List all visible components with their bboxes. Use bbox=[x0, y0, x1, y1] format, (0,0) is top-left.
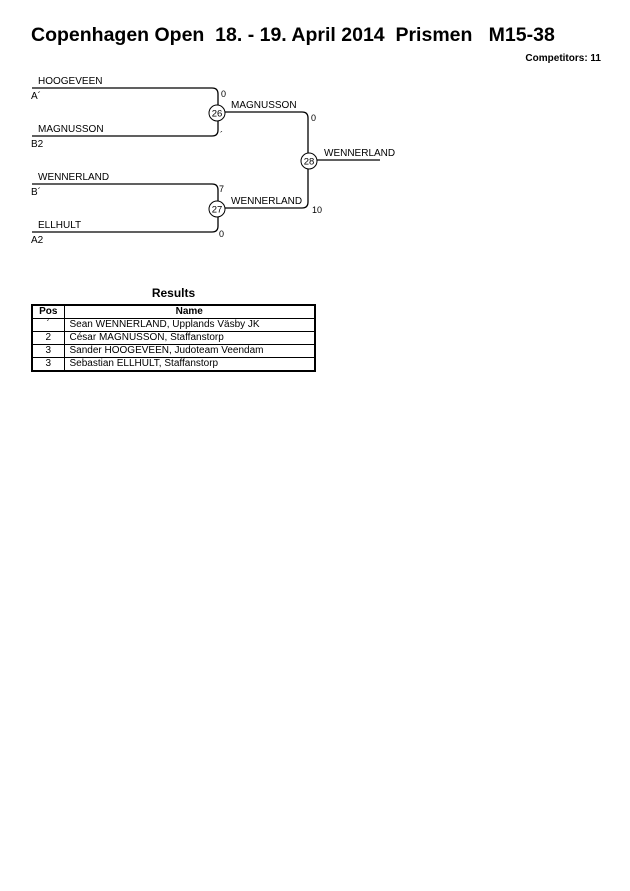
match-number-badge: 26 bbox=[208, 104, 226, 122]
entry-name: HOOGEVEEN bbox=[38, 76, 102, 87]
match-number: 26 bbox=[212, 109, 223, 120]
table-row: 2 César MAGNUSSON, Staffanstorp bbox=[31, 331, 316, 345]
match-winner: WENNERLAND bbox=[231, 196, 302, 207]
entry-seed: B´ bbox=[31, 186, 41, 198]
match-number: 28 bbox=[304, 157, 315, 168]
bracket-line-match-26 bbox=[218, 111, 309, 154]
bracket: HOOGEVEEN A´ 0 MAGNUSSON B2 ´ WENNERLAND… bbox=[31, 76, 395, 246]
result-name: Sean WENNERLAND, Upplands Väsby JK bbox=[63, 318, 316, 332]
match-number-badge: 28 bbox=[300, 152, 318, 170]
page-title: Copenhagen Open 18. - 19. April 2014 Pri… bbox=[31, 24, 555, 46]
competitors-count: Competitors: 11 bbox=[525, 53, 601, 64]
entry-score: 0 bbox=[221, 89, 226, 99]
entry-name: WENNERLAND bbox=[38, 172, 109, 183]
result-name: Sebastian ELLHULT, Staffanstorp bbox=[63, 357, 316, 372]
entry-score: 0 bbox=[219, 229, 224, 239]
column-header-name: Name bbox=[63, 304, 316, 319]
result-pos: ´ bbox=[31, 318, 65, 332]
results-header-row: Pos Name bbox=[31, 304, 316, 319]
result-pos: 2 bbox=[31, 331, 65, 345]
table-row: 3 Sebastian ELLHULT, Staffanstorp bbox=[31, 357, 316, 372]
entry-score: ´ bbox=[220, 130, 223, 140]
results-table: Pos Name ´ Sean WENNERLAND, Upplands Väs… bbox=[31, 304, 316, 372]
bracket-line-match-27 bbox=[218, 166, 309, 209]
match-score: 0 bbox=[311, 113, 316, 123]
result-pos: 3 bbox=[31, 357, 65, 372]
entry-name: ELLHULT bbox=[38, 220, 81, 231]
match-score: 10 bbox=[312, 205, 322, 215]
entry-seed: B2 bbox=[31, 139, 44, 150]
result-pos: 3 bbox=[31, 344, 65, 358]
match-winner: MAGNUSSON bbox=[231, 100, 297, 111]
entry-seed: A´ bbox=[31, 90, 41, 102]
match-number-badge: 27 bbox=[208, 200, 226, 218]
table-row: 3 Sander HOOGEVEEN, Judoteam Veendam bbox=[31, 344, 316, 358]
match-number: 27 bbox=[212, 205, 223, 216]
table-row: ´ Sean WENNERLAND, Upplands Väsby JK bbox=[31, 318, 316, 332]
results-title: Results bbox=[151, 286, 196, 300]
final-winner: WENNERLAND bbox=[324, 148, 395, 159]
entry-seed: A2 bbox=[31, 235, 44, 246]
column-header-pos: Pos bbox=[31, 304, 65, 319]
result-name: Sander HOOGEVEEN, Judoteam Veendam bbox=[63, 344, 316, 358]
result-name: César MAGNUSSON, Staffanstorp bbox=[63, 331, 316, 345]
entry-score: 7 bbox=[219, 184, 224, 194]
entry-name: MAGNUSSON bbox=[38, 124, 104, 135]
